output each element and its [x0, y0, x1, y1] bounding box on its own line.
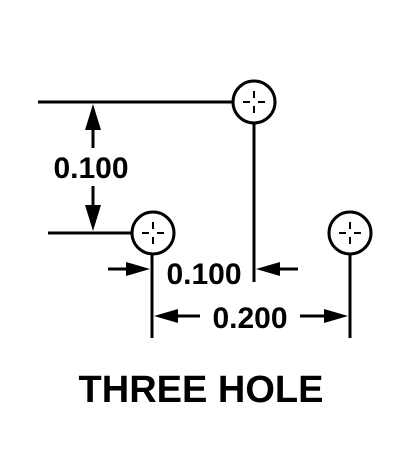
horizontal-span-right-arrow [324, 309, 348, 323]
hole-top-center-mark [243, 91, 265, 113]
hole-bottom-right-circle [327, 210, 373, 256]
hole-bottom-left [130, 210, 176, 256]
horizontal-offset-right-arrow [126, 262, 150, 276]
hole-bottom-left-circle [130, 210, 176, 256]
horizontal-offset-left-arrow [256, 262, 280, 276]
hole-bottom-right [327, 210, 373, 256]
diagram-title: THREE HOLE [79, 369, 324, 411]
horizontal-span-dimension: 0.200 [154, 302, 348, 335]
vertical-dimension: 0.100 [53, 104, 129, 231]
hole-top [231, 79, 277, 125]
horizontal-span-left-arrow [154, 309, 178, 323]
vertical-dimension-up-arrow [85, 104, 101, 130]
horizontal-offset-label: 0.100 [166, 258, 241, 291]
hole-bottom-right-center-mark [339, 222, 361, 244]
horizontal-span-label: 0.200 [212, 302, 287, 335]
hole-top-circle [231, 79, 277, 125]
hole-bottom-left-center-mark [142, 222, 164, 244]
vertical-dimension-down-arrow [85, 205, 101, 231]
vertical-dimension-label: 0.100 [53, 152, 128, 185]
horizontal-offset-dimension: 0.100 [108, 258, 298, 291]
